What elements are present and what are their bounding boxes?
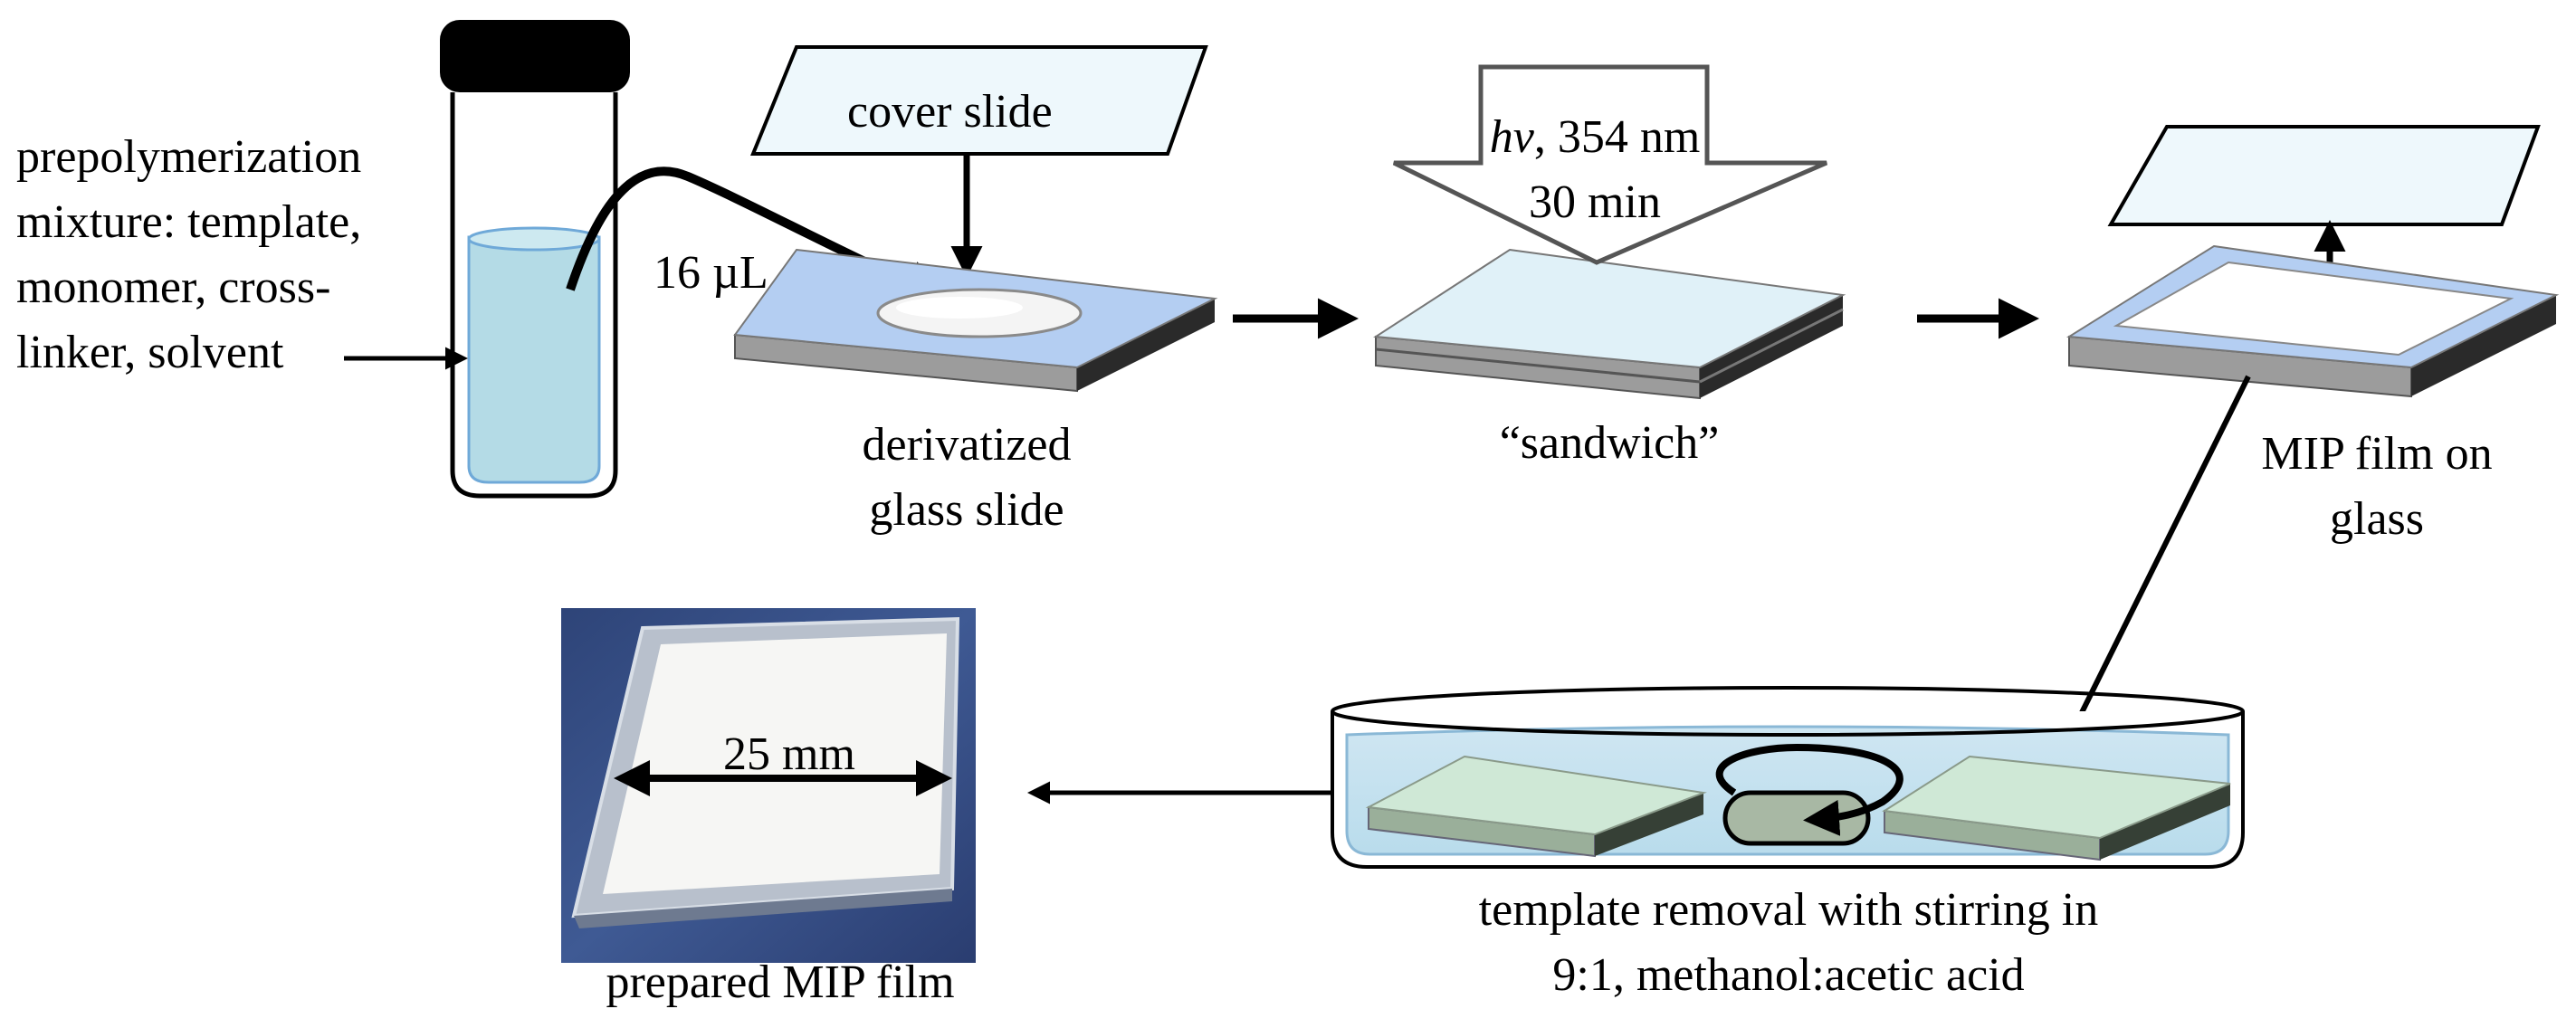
slide-side-right [1077, 299, 1215, 391]
mip-slide-side-right [2411, 295, 2556, 396]
vial [440, 20, 630, 499]
vial-cap [440, 20, 630, 92]
sandwich-label: “sandwich” [1500, 417, 1720, 469]
template-removal-label: template removal with stirring in 9:1, m… [1479, 884, 2099, 1001]
sandwich-top [1373, 248, 1846, 369]
light-time-label: 30 min [1529, 176, 1661, 228]
derivatized-label: derivatized glass slide [863, 419, 1072, 536]
derivatized-slide: cover slide [733, 45, 1218, 393]
vial-liquid-surface [467, 226, 601, 252]
prepolymerization-line-1: prepolymerization [16, 131, 361, 183]
dish-slide-left-right [1595, 793, 1703, 856]
derivatized-line-2: glass slide [869, 484, 1064, 536]
dish-rim [1331, 686, 2245, 737]
droplet-highlight [896, 297, 1023, 319]
prepared-film-photo: 25 mm [561, 608, 976, 963]
prepared-film-label: prepared MIP film [606, 957, 954, 1008]
mip-film-label: MIP film on glass [2261, 428, 2492, 545]
sandwich-layer-line-right [1699, 308, 1844, 384]
dish-slide-right-top [1882, 755, 2231, 840]
template-removal-line-2: 9:1, methanol:acetic acid [1552, 949, 2024, 1001]
sandwich-assembly [1373, 248, 1846, 400]
transfer-arrow [2050, 375, 2251, 776]
cover-slide-label: cover slide [847, 86, 1053, 138]
light-arrow [1392, 64, 1827, 265]
volume-label: 16 µL [654, 247, 768, 299]
lifted-cover-slide [2107, 125, 2541, 226]
cover-slide-plate [750, 45, 1208, 156]
prepolymerization-line-2: mixture: template, [16, 196, 361, 248]
derivatized-line-1: derivatized [863, 419, 1072, 471]
petri-dish [1331, 686, 2245, 869]
sandwich-layer-line [1375, 347, 1701, 384]
prepolymerization-line-4: linker, solvent [16, 327, 284, 378]
mip-film-assembly [2066, 125, 2560, 398]
photo-glass-edge [574, 889, 952, 928]
light-condition-label: hv, 354 nm [1490, 111, 1701, 163]
vial-liquid [467, 235, 601, 484]
template-removal-line-1: template removal with stirring in [1479, 884, 2099, 936]
mip-film-line-2: glass [2330, 493, 2424, 545]
mip-film-line-1: MIP film on [2261, 428, 2492, 480]
dish-slide-right-right [2100, 784, 2230, 860]
prepolymerization-label: prepolymerization mixture: template, mon… [16, 131, 361, 378]
dimension-label: 25 mm [723, 728, 855, 780]
mip-film [2113, 261, 2514, 357]
prepolymerization-line-3: monomer, cross- [16, 262, 330, 313]
stir-rotation-arrow [1715, 743, 1903, 836]
dish-slide-left-top [1365, 755, 1707, 836]
